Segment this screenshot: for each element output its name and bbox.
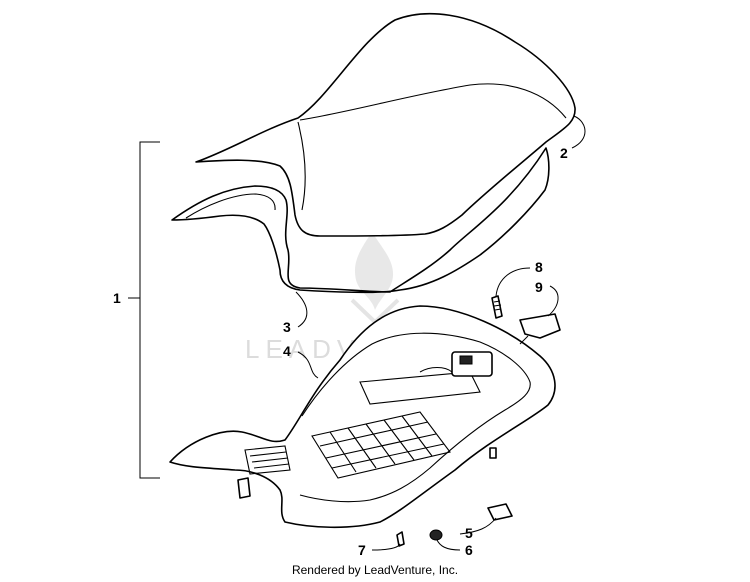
callout-4: 4 xyxy=(283,343,291,359)
callout-6: 6 xyxy=(465,542,473,558)
fastener xyxy=(396,531,405,547)
footer-credit: Rendered by LeadVenture, Inc. xyxy=(291,563,459,577)
callout-2: 2 xyxy=(560,145,568,161)
callout-5: 5 xyxy=(465,525,473,541)
grommet xyxy=(429,529,443,541)
seat-base xyxy=(169,305,556,529)
small-parts xyxy=(396,529,443,547)
callout-8: 8 xyxy=(535,259,543,275)
callout-3: 3 xyxy=(283,319,291,335)
callout-1: 1 xyxy=(113,290,121,306)
callout-7: 7 xyxy=(358,542,366,558)
leader-lines xyxy=(128,115,586,551)
latch-hardware xyxy=(491,295,561,339)
latch-spring xyxy=(491,295,503,319)
rubber-pad xyxy=(487,503,513,521)
latch-slot xyxy=(459,355,473,365)
callout-9: 9 xyxy=(535,279,543,295)
callouts: 1 2 3 4 5 6 7 8 9 xyxy=(113,145,568,558)
seat-cushion xyxy=(171,12,576,294)
latch-bracket xyxy=(519,313,561,339)
